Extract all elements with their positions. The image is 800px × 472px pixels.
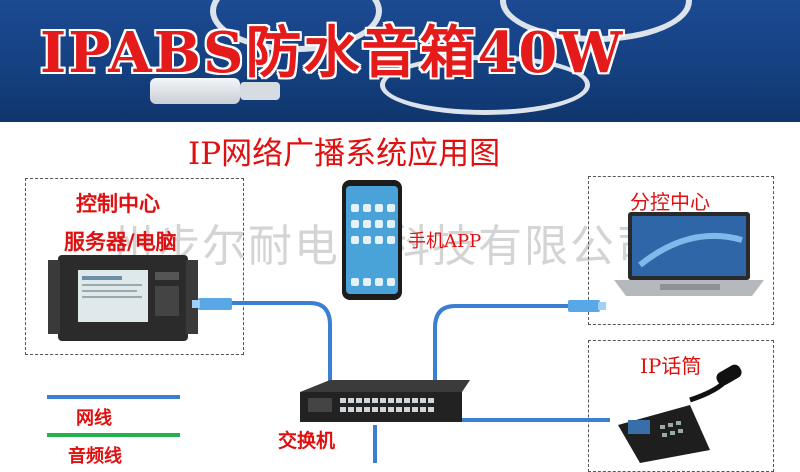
- laptop-graphic: [614, 212, 764, 296]
- rj45-connector-right: [568, 300, 606, 312]
- rj45-connector-left: [192, 298, 232, 310]
- legend-network-line: [47, 395, 180, 399]
- server-pc-label: 服务器/电脑: [64, 229, 177, 254]
- cable-laptop-to-switch: [433, 304, 570, 390]
- cable-server-to-switch: [232, 301, 332, 388]
- ip-microphone-graphic: [618, 364, 742, 463]
- server-rack-graphic: [48, 255, 198, 341]
- legend-audio-line: [47, 433, 180, 437]
- product-banner: IPABS防水音箱40W: [0, 0, 800, 122]
- branch-control-box: [588, 176, 774, 325]
- smartphone-graphic: [342, 180, 402, 300]
- mobile-app-label: 手机APP: [408, 231, 482, 252]
- legend-audio-label: 音频线: [68, 446, 122, 467]
- cable-graphic: [380, 55, 590, 115]
- rj45-plug-graphic: [240, 82, 280, 100]
- ip-mic-label: IP话筒: [640, 354, 702, 378]
- control-center-box: [25, 178, 244, 355]
- branch-control-label: 分控中心: [630, 190, 710, 214]
- legend-network-label: 网线: [76, 408, 112, 429]
- diagram-title: IP网络广播系统应用图: [188, 136, 501, 172]
- rj45-plug-graphic: [150, 78, 240, 104]
- switch-label: 交换机: [278, 430, 336, 452]
- banner-title: IPABS防水音箱40W: [40, 20, 625, 86]
- control-center-label: 控制中心: [76, 191, 160, 216]
- network-switch-graphic: [300, 380, 470, 422]
